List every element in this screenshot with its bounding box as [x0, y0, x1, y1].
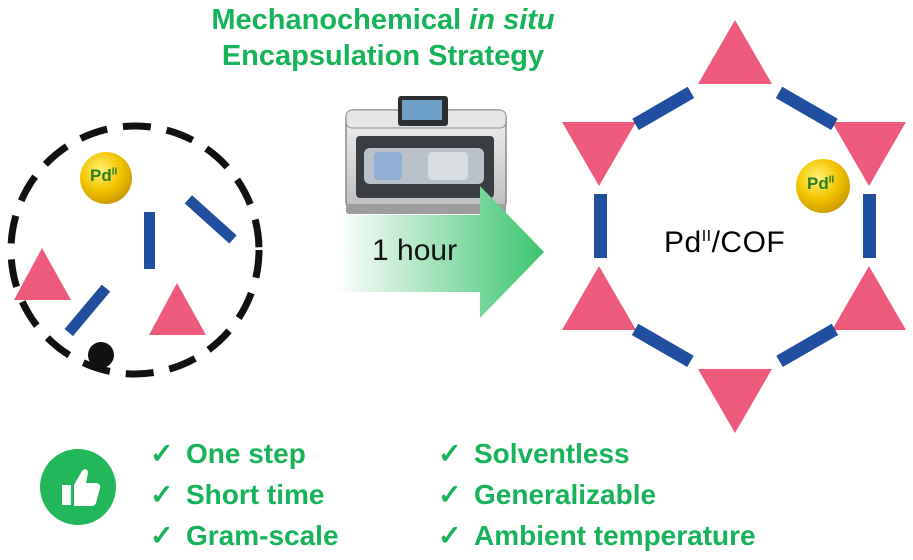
ball-mill-machine-icon: [345, 96, 507, 214]
reactant-blue-linker-tilted: [64, 284, 111, 337]
reactant-pink-triangle-right: [149, 283, 206, 335]
cof-linker-bottom-left: [631, 323, 694, 368]
cof-linker-left: [594, 194, 607, 258]
reactant-pink-triangle-left: [14, 248, 71, 300]
title-italic: in situ: [469, 4, 555, 36]
title-line-2: Encapsulation Strategy: [221, 40, 545, 72]
cof-node-upper-right: [832, 122, 906, 186]
feature-generalizable: ✓Generalizable: [438, 479, 657, 510]
title-line-1: Mechanochemical in situ: [211, 4, 555, 36]
cof-linker-right: [863, 194, 876, 258]
reactant-pd-sphere: [80, 152, 132, 204]
product-pd-sphere: [796, 159, 850, 213]
reactant-blue-linker-diagonal: [184, 195, 237, 244]
feature-ambient-temperature: ✓Ambient temperature: [438, 520, 756, 551]
thumbs-up-icon: [40, 449, 116, 525]
diagram-title: Mechanochemical in situ Encapsulation St…: [148, 2, 618, 74]
check-icon: ✓: [150, 520, 174, 551]
cof-node-upper-left: [562, 122, 636, 186]
reaction-jar-outline: [7, 122, 263, 378]
check-icon: ✓: [150, 479, 174, 510]
cof-node-bottom: [698, 369, 772, 433]
feature-gram-scale: ✓Gram-scale: [150, 520, 339, 551]
check-icon: ✓: [438, 438, 462, 469]
feature-solventless: ✓Solventless: [438, 438, 630, 469]
check-icon: ✓: [438, 520, 462, 551]
feature-short-time: ✓Short time: [150, 479, 325, 510]
reaction-time-label: 1 hour: [372, 234, 458, 267]
reactant-pd-label: PdII: [90, 166, 118, 185]
product-label: PdII/COF: [664, 226, 786, 259]
process-arrow: [336, 186, 544, 318]
product-pd-label: PdII: [807, 174, 835, 193]
cof-linker-top-right: [775, 86, 838, 131]
milling-ball: [88, 342, 114, 368]
check-icon: ✓: [438, 479, 462, 510]
cof-linker-top-left: [632, 86, 695, 131]
cof-node-top: [698, 20, 772, 84]
cof-node-lower-right: [832, 266, 906, 330]
feature-one-step: ✓One step: [150, 438, 306, 469]
cof-node-lower-left: [562, 266, 636, 330]
cof-framework: [562, 20, 906, 433]
cof-linker-bottom-right: [776, 323, 839, 368]
reactant-blue-linker-vertical: [144, 212, 155, 269]
check-icon: ✓: [150, 438, 174, 469]
